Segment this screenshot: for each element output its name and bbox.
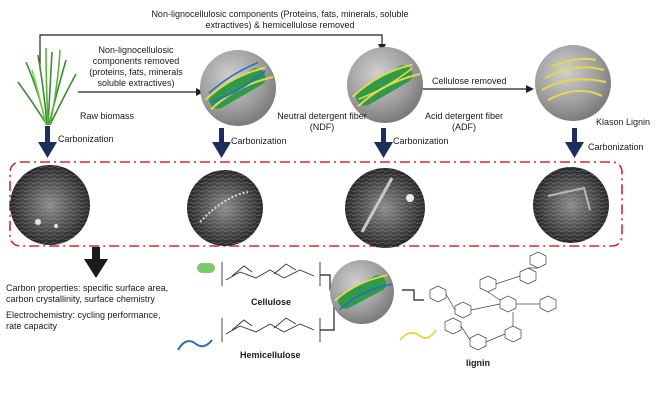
cellulose-structure <box>197 262 321 286</box>
carbonization-arrows <box>38 126 584 158</box>
arrow-adf-to-klason <box>420 85 534 93</box>
stage-ndf-abbr: (NDF) <box>309 122 335 132</box>
stage-ndf-label: Neutral detergent fiber <box>277 111 367 121</box>
hemicellulose-structure <box>177 317 321 351</box>
properties-arrow <box>84 247 108 278</box>
sem-image-klason <box>533 167 609 243</box>
carbonization-label-3: Carbonization <box>393 136 449 146</box>
stage-adf-label: Acid detergent fiber <box>424 111 504 121</box>
electro-line2: rate capacity <box>6 321 58 331</box>
arrow-raw-to-ndf <box>78 88 204 96</box>
removed-caption-line3: (proteins, fats, minerals <box>89 67 183 77</box>
properties-line2: carbon crystallinity, surface chemistry <box>6 294 155 304</box>
top-caption-line1: Non-lignocellulosic components (Proteins… <box>151 9 409 19</box>
cellulose-removed-label: Cellulose removed <box>432 76 507 86</box>
sem-image-ndf <box>187 170 263 246</box>
removed-caption-line4: soluble extractives) <box>97 78 175 88</box>
hemicellulose-label: Hemicellulose <box>240 350 301 360</box>
klason-lignin-sphere <box>535 45 611 121</box>
sem-image-raw <box>10 165 90 245</box>
properties-line1: Carbon properties: specific surface area… <box>6 283 169 293</box>
stage-klason-label: Klason Lignin <box>596 117 651 127</box>
electro-line1: Electrochemistry: cycling performance, <box>6 310 161 320</box>
carbonization-label-4: Carbonization <box>588 142 644 152</box>
raw-biomass-grass-image <box>17 47 77 126</box>
lignocellulose-sphere <box>330 260 394 324</box>
carbon-samples-box <box>9 161 623 247</box>
removed-caption-line1: Non-lignocellulosic <box>98 45 174 55</box>
lignin-structure <box>399 251 557 351</box>
cellulose-label: Cellulose <box>251 297 292 307</box>
adf-fiber-sphere <box>347 47 423 123</box>
stage-raw-biomass-label: Raw biomass <box>80 111 135 121</box>
top-caption-line2: extractives) & hemicellulose removed <box>205 20 355 30</box>
stage-adf-abbr: (ADF) <box>452 122 476 132</box>
carbonization-label-2: Carbonization <box>231 136 287 146</box>
ndf-fiber-sphere <box>200 50 276 126</box>
removed-caption-line2: components removed <box>92 56 180 66</box>
sem-image-adf <box>345 168 425 248</box>
carbonization-label-1: Carbonization <box>58 134 114 144</box>
lignin-label: lignin <box>466 358 490 368</box>
